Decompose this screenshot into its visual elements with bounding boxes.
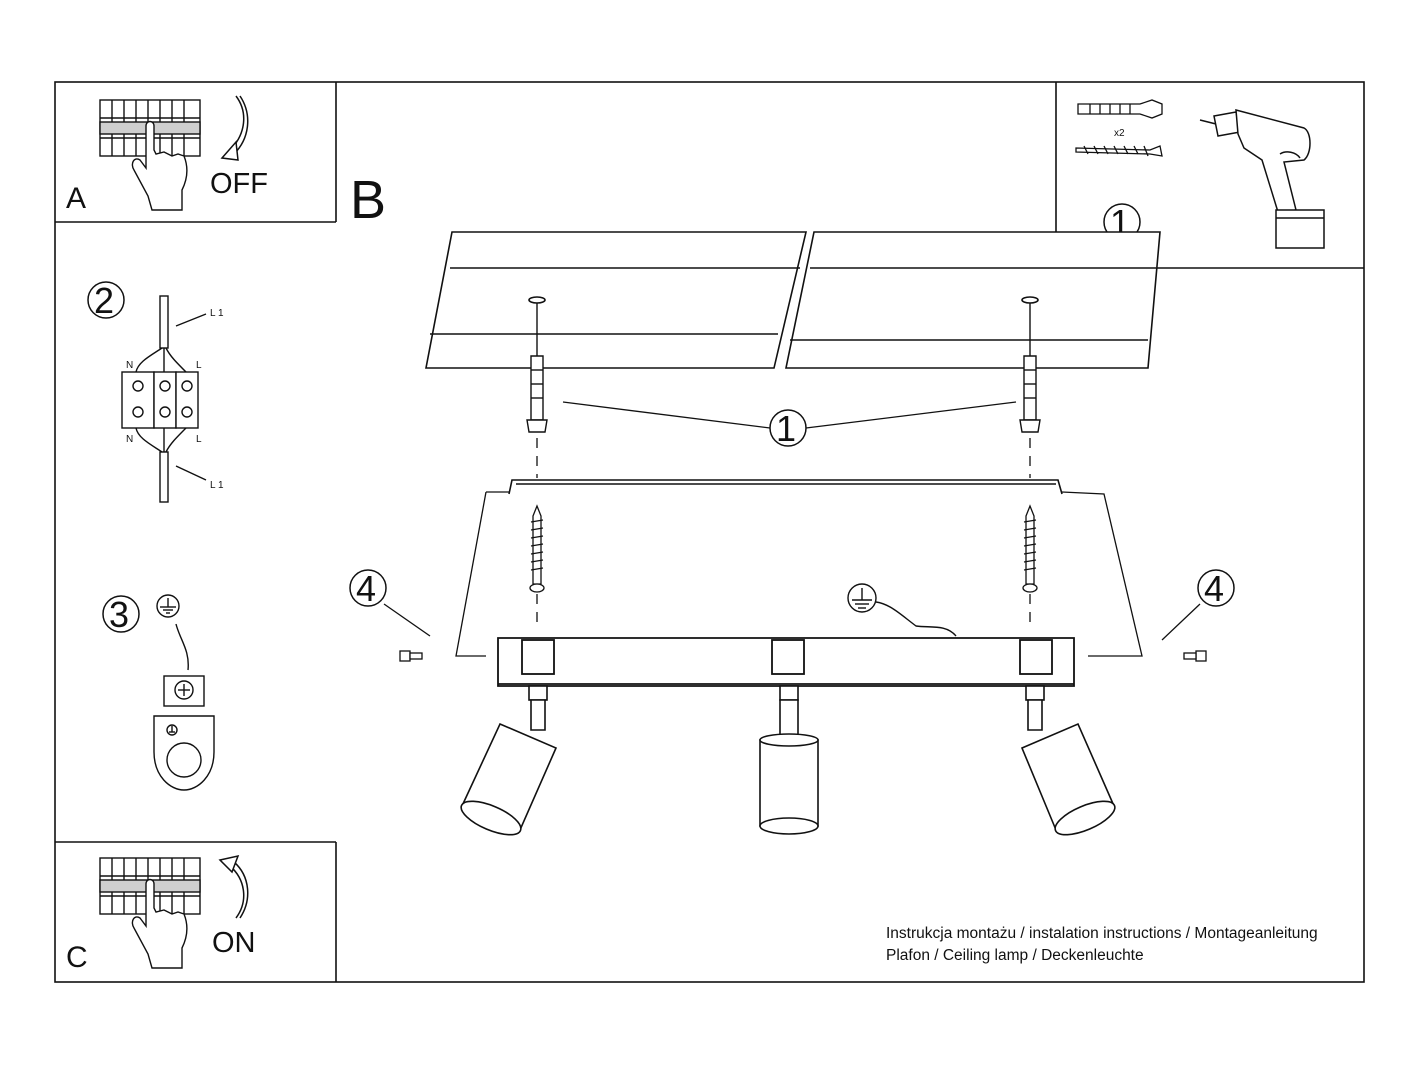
spotlight-center [759,685,819,835]
side-screw-guides [455,491,1143,657]
quantity-label: x2 [1114,128,1125,139]
footer-line-1: Instrukcja montażu / instalation instruc… [886,925,1318,942]
panel-c: C ON [66,854,256,974]
svg-text:4: 4 [356,568,376,609]
step-1-marker: 1 [562,401,1017,449]
svg-text:4: 4 [1204,568,1224,609]
wire-label-n-bottom: N [126,434,133,445]
panel-c-state: ON [212,927,256,959]
side-screw-left [399,650,423,662]
spotlight-right [1020,685,1116,836]
step-3-marker: 3 [102,594,140,635]
step-4-marker-right: 4 [1161,568,1235,641]
wire-label-n-top: N [126,360,133,371]
ground-symbol-icon [847,583,957,637]
ground-terminal [153,675,215,791]
footer-line-2: Plafon / Ceiling lamp / Deckenleuchte [886,947,1144,964]
wall-plug-icon [1077,99,1163,119]
wire-label-l-top: L [196,360,202,371]
svg-text:1: 1 [776,408,796,449]
panel-c-letter: C [66,941,88,974]
ceiling-slab [425,231,1161,369]
lamp-bar [497,637,1075,687]
mounting-bracket [508,479,1063,495]
circuit-breaker-icon [99,857,201,915]
terminal-block-icon [121,295,207,503]
screw-left [529,504,545,593]
svg-text:2: 2 [94,280,114,321]
rotate-arrow-icon [220,95,249,161]
guide-lines [536,438,1031,628]
panel-a-state: OFF [210,168,268,200]
hand-icon [131,878,188,969]
footer: Instrukcja montażu / instalation instruc… [886,925,1318,964]
wire-label-l1-top: L 1 [210,308,224,319]
panel-b-letter: B [350,170,386,230]
wall-plug-right [1019,303,1041,433]
wire-label-l1-bottom: L 1 [210,480,224,491]
rotate-arrow-icon [218,854,249,919]
ground-step: 3 [102,594,215,791]
step-4-marker-left: 4 [349,568,431,637]
screw-right [1022,504,1038,593]
tools-panel: x2 1 [1075,99,1325,249]
hand-icon [131,120,188,211]
ground-symbol-icon [156,594,180,618]
spotlight-left [460,685,558,836]
ground-wire [175,623,189,671]
panel-a: A OFF [66,95,268,215]
step-2-marker: 2 [87,280,125,321]
wall-plug-left [526,303,548,433]
panel-a-letter: A [66,182,86,215]
screw-icon [1075,145,1163,157]
svg-text:3: 3 [109,594,129,635]
frame [54,81,1365,983]
side-screw-right [1183,650,1207,662]
drill-icon [1199,109,1325,249]
wiring-step: 2 L 1 L 1 N L N L [87,280,224,503]
wire-label-l-bottom: L [196,434,202,445]
